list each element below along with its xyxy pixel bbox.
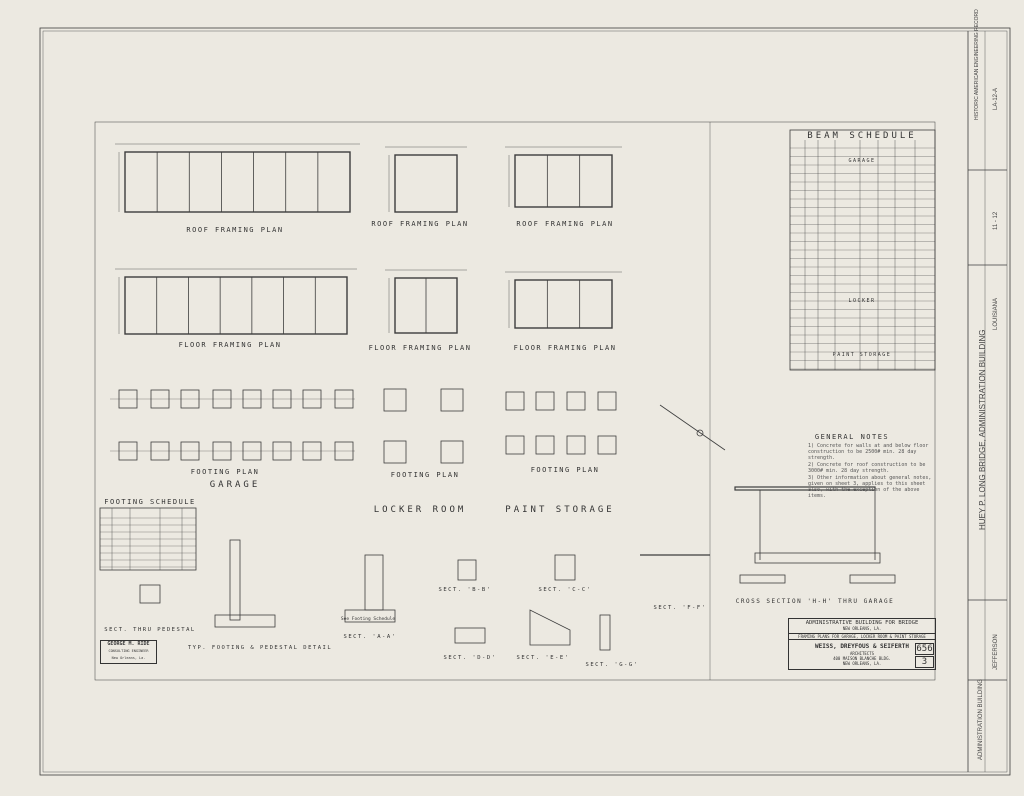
paint-footing xyxy=(505,391,525,411)
sect-dd xyxy=(454,627,486,644)
pedestal-section xyxy=(139,584,161,604)
locker-footing-plan-label: FOOTING PLAN xyxy=(390,471,460,479)
sect-gg-label: SECT. 'G-G' xyxy=(585,662,639,668)
general-note: 2) Concrete for roof construction to be … xyxy=(808,462,926,474)
cross-section-footing xyxy=(739,574,786,584)
engineer-name: GEORGE M. RIDE xyxy=(107,641,150,647)
locker-footing xyxy=(440,388,464,412)
beam-schedule-section: PAINT STORAGE xyxy=(832,352,892,358)
locker-footing xyxy=(440,440,464,464)
record-building: ADMINISTRATION BUILDING xyxy=(978,679,984,760)
cross-section-slab xyxy=(754,552,881,564)
engineer-role: CONSULTING ENGINEER xyxy=(108,649,149,653)
cross-section-roof xyxy=(734,486,876,491)
record-sheet: 11 - 12 xyxy=(993,211,999,230)
firm-address: 400 MAISON BLANCHE BLDG. xyxy=(833,656,891,661)
paint-footing xyxy=(566,435,586,455)
sect-cc-label: SECT. 'C-C' xyxy=(538,587,592,593)
paint-footing xyxy=(505,435,525,455)
cross-section-label: CROSS SECTION 'H-H' THRU GARAGE xyxy=(735,598,895,605)
locker-roof-plan-label: ROOF FRAMING PLAN xyxy=(371,220,469,228)
paint-floor-plan-label: FLOOR FRAMING PLAN xyxy=(513,344,617,352)
general-note: 1) Concrete for walls at and below floor… xyxy=(808,443,929,461)
locker-roof-plan xyxy=(394,154,458,213)
paint-footing xyxy=(535,435,555,455)
drawing-area-border xyxy=(94,121,936,681)
title-subtitle: FRAMING PLANS FOR GARAGE, LOCKER ROOM & … xyxy=(789,633,935,640)
sect-ee-label: SECT. 'E-E' xyxy=(516,655,570,661)
pedestal-wall xyxy=(229,539,241,621)
locker-footing xyxy=(383,440,407,464)
firm-city: NEW ORLEANS, LA. xyxy=(842,661,882,666)
sect-aa-label: SECT. 'A-A' xyxy=(343,634,397,640)
paint-roof-plan xyxy=(514,154,613,208)
title-location: NEW ORLEANS, LA. xyxy=(842,626,882,631)
sect-cc xyxy=(554,554,576,581)
north-arrow xyxy=(659,404,726,451)
cross-section-footing xyxy=(849,574,896,584)
record-agency: HISTORIC AMERICAN ENGINEERING RECORD xyxy=(974,9,980,120)
title-block: ADMINISTRATIVE BUILDING FOR BRIDGE NEW O… xyxy=(788,618,936,670)
sect-dd-label: SECT. 'D-D' xyxy=(443,655,497,661)
garage-roof-plan xyxy=(124,151,351,213)
paint-footing xyxy=(566,391,586,411)
sect-ff-label: SECT. 'F-F' xyxy=(653,605,707,611)
sect-ee xyxy=(529,609,571,646)
record-number: LA-12-A xyxy=(993,87,999,110)
engineer-city: New Orleans, La. xyxy=(111,656,146,660)
paint-footing xyxy=(535,391,555,411)
garage-roof-plan-label: ROOF FRAMING PLAN xyxy=(186,226,284,234)
sect-bb xyxy=(457,559,477,581)
footing-schedule-title: FOOTING SCHEDULE xyxy=(104,498,196,506)
engineer-stamp: GEORGE M. RIDE CONSULTING ENGINEER New O… xyxy=(100,640,157,664)
garage-floor-plan-label: FLOOR FRAMING PLAN xyxy=(178,341,282,349)
sect-gg xyxy=(599,614,611,651)
see-footing-note: See Footing Schedule xyxy=(340,617,396,622)
general-notes: 1) Concrete for walls at and below floor… xyxy=(808,443,935,500)
firm-name: WEISS, DREYFOUS & SEIFERTH xyxy=(815,643,909,650)
sheet-border-inner xyxy=(42,30,1008,773)
locker-room-title: LOCKER ROOM xyxy=(373,505,467,515)
job-number: 656 xyxy=(915,643,934,655)
pedestal-footing xyxy=(214,614,276,628)
paint-storage-title: PAINT STORAGE xyxy=(505,505,615,515)
beam-schedule-section: LOCKER xyxy=(848,298,876,304)
firm-role: ARCHITECTS xyxy=(849,651,875,656)
pedestal-section-label: SECT. THRU PEDESTAL xyxy=(104,627,196,633)
paint-roof-plan-label: ROOF FRAMING PLAN xyxy=(516,220,614,228)
record-state: LOUISIANA xyxy=(993,297,999,330)
sect-aa-footing xyxy=(344,609,396,623)
locker-footing xyxy=(383,388,407,412)
paint-footing xyxy=(597,391,617,411)
paint-floor-plan xyxy=(514,279,613,329)
sect-bb-label: SECT. 'B-B' xyxy=(438,587,492,593)
north-arrow-center xyxy=(696,429,704,437)
paint-footing-plan-label: FOOTING PLAN xyxy=(530,466,600,474)
paint-footing xyxy=(597,435,617,455)
general-note: 3) Other information about general notes… xyxy=(808,475,932,499)
garage-footing-plan-label: FOOTING PLAN xyxy=(190,468,260,476)
record-county: JEFFERSON xyxy=(993,634,999,670)
garage-title: GARAGE xyxy=(209,480,261,490)
plans-group xyxy=(99,129,936,651)
title-project: ADMINISTRATIVE BUILDING FOR BRIDGE xyxy=(805,620,919,626)
sheet-border xyxy=(39,27,1011,776)
sheet-number: 3 xyxy=(915,656,934,668)
sect-aa-wall xyxy=(364,554,384,611)
locker-floor-plan-label: FLOOR FRAMING PLAN xyxy=(368,344,472,352)
beam-schedule-title: BEAM SCHEDULE xyxy=(807,131,917,141)
record-project: HUEY P. LONG BRIDGE, ADMINISTRATION BUIL… xyxy=(978,329,987,530)
general-notes-title: GENERAL NOTES xyxy=(814,433,890,441)
typ-footing-label: TYP. FOOTING & PEDESTAL DETAIL xyxy=(187,645,333,651)
beam-schedule-section: GARAGE xyxy=(848,158,876,164)
garage-floor-plan xyxy=(124,276,348,335)
